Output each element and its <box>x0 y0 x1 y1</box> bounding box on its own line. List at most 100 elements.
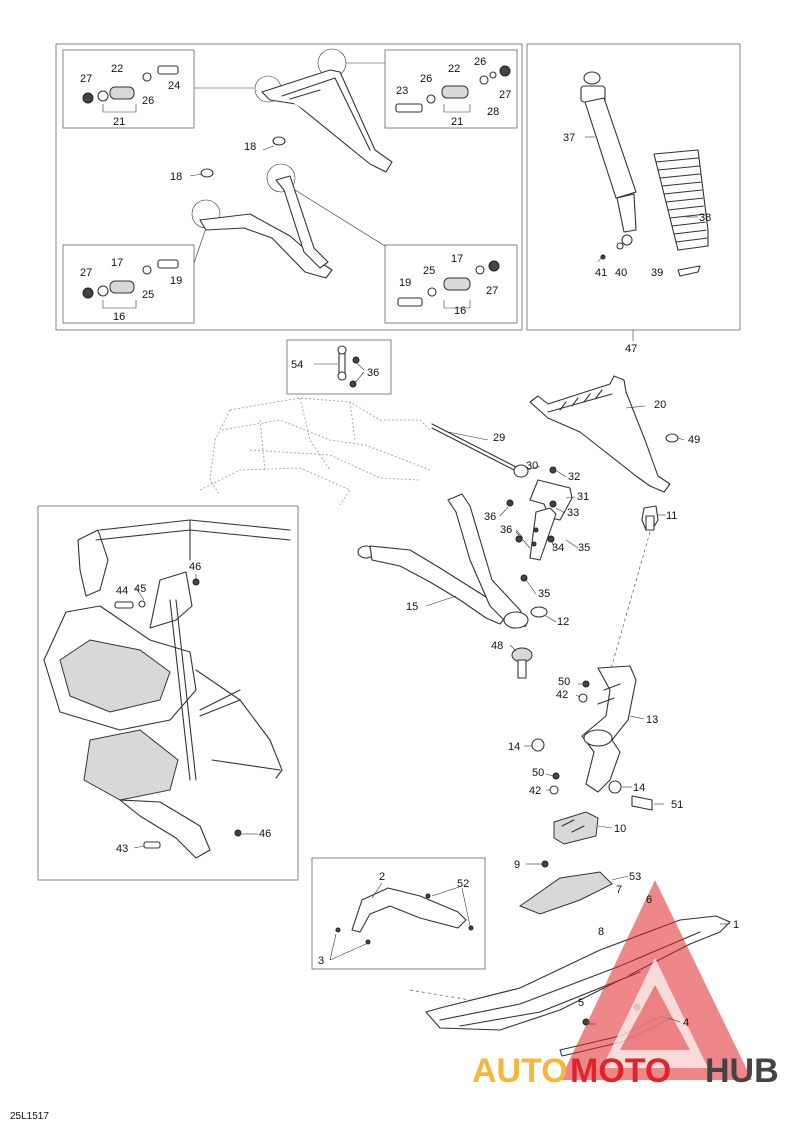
label-40: 40 <box>615 267 627 279</box>
part-labels: 27 22 26 24 21 26 22 26 23 27 28 21 18 1… <box>80 56 739 1029</box>
label-5: 5 <box>578 997 584 1009</box>
label-26-tr-a: 26 <box>474 56 486 68</box>
label-23: 23 <box>396 85 408 97</box>
upper-a-arm <box>194 48 393 173</box>
stabilizer-link <box>337 345 360 388</box>
label-20: 20 <box>654 399 666 411</box>
hardware-box-bl <box>62 244 195 324</box>
circlip-12 <box>530 606 548 618</box>
label-16-br: 16 <box>454 305 466 317</box>
hardware-set-tl <box>82 65 179 113</box>
hardware-box-tr <box>384 49 518 129</box>
lower-a-arm-top <box>191 163 386 279</box>
label-17-bl: 17 <box>111 257 123 269</box>
shock-box <box>526 43 741 331</box>
lower-a-arm <box>357 493 529 629</box>
label-31: 31 <box>577 491 589 503</box>
label-46-top: 46 <box>189 561 201 573</box>
label-25-bl: 25 <box>142 289 154 301</box>
chassis-hardware <box>114 578 242 849</box>
label-53: 53 <box>629 871 641 883</box>
washer-42-top <box>578 693 588 703</box>
label-52: 52 <box>457 878 469 890</box>
steering-axis <box>609 531 651 673</box>
hardware-set-tr <box>395 65 511 113</box>
chassis-assembly <box>43 519 291 859</box>
label-43: 43 <box>116 843 128 855</box>
upper-a-arm-middle <box>529 375 671 493</box>
bushing-14-right <box>608 780 622 794</box>
label-21-tl: 21 <box>113 116 125 128</box>
label-22-tr: 22 <box>448 63 460 75</box>
label-2: 2 <box>379 871 385 883</box>
label-38: 38 <box>699 212 711 224</box>
watermark-text-hub: HUB <box>705 1052 779 1090</box>
upper-arms-box <box>55 43 523 331</box>
handle-box <box>311 857 486 970</box>
label-27-br: 27 <box>486 285 498 297</box>
label-29: 29 <box>493 432 505 444</box>
hardware-box-br <box>384 244 518 324</box>
upper-ball-joint <box>641 505 659 531</box>
ski-keel <box>518 860 613 915</box>
washer-18-left <box>200 168 214 178</box>
link-box <box>286 339 392 395</box>
hardware-set-br <box>397 260 500 309</box>
label-32: 32 <box>568 471 580 483</box>
label-25-br: 25 <box>423 265 435 277</box>
label-14-left: 14 <box>508 741 520 753</box>
hardware-set-bl <box>82 259 179 309</box>
washer-42-bottom <box>549 785 559 795</box>
label-49: 49 <box>688 434 700 446</box>
label-39: 39 <box>651 267 663 279</box>
label-10: 10 <box>614 823 626 835</box>
label-17-br: 17 <box>451 253 463 265</box>
label-44: 44 <box>116 585 128 597</box>
ghost-frame <box>199 397 431 506</box>
label-36-link: 36 <box>367 367 379 379</box>
label-13: 13 <box>646 714 658 726</box>
label-30: 30 <box>526 460 538 472</box>
coil-spring <box>653 149 709 251</box>
label-19-br: 19 <box>399 277 411 289</box>
label-36-mid-b: 36 <box>500 524 512 536</box>
label-42-top: 42 <box>556 689 568 701</box>
label-12: 12 <box>557 616 569 628</box>
label-54: 54 <box>291 359 303 371</box>
chassis-box <box>37 505 299 881</box>
label-47: 47 <box>625 343 637 355</box>
label-42-bottom: 42 <box>529 785 541 797</box>
label-37: 37 <box>563 132 575 144</box>
label-26-tr-b: 26 <box>420 73 432 85</box>
label-33: 33 <box>567 507 579 519</box>
tie-rod <box>431 423 529 478</box>
label-1: 1 <box>733 919 739 931</box>
label-3: 3 <box>318 955 324 967</box>
leader-lines <box>133 136 730 1025</box>
label-9: 9 <box>514 859 520 871</box>
ski-mount-line <box>409 989 471 1001</box>
washer-18-upper <box>272 136 286 146</box>
label-28: 28 <box>487 106 499 118</box>
label-4: 4 <box>683 1017 689 1029</box>
ski-handle <box>335 887 474 945</box>
label-34: 34 <box>552 542 564 554</box>
wear-pad <box>553 811 599 845</box>
label-36-mid-a: 36 <box>484 511 496 523</box>
circlip-49 <box>665 433 679 443</box>
ski-spindle <box>581 665 637 793</box>
label-51: 51 <box>671 799 683 811</box>
nut-50-bottom <box>552 772 560 780</box>
label-24: 24 <box>168 80 180 92</box>
label-14-right: 14 <box>633 782 645 794</box>
label-15: 15 <box>406 601 418 613</box>
label-50-bottom: 50 <box>532 767 544 779</box>
spring-clip <box>677 265 701 277</box>
label-50-top: 50 <box>558 676 570 688</box>
watermark-logo <box>560 880 752 1080</box>
shock-absorber <box>580 71 637 260</box>
bushing-51 <box>631 795 653 811</box>
label-6: 6 <box>646 894 652 906</box>
label-41: 41 <box>595 267 607 279</box>
